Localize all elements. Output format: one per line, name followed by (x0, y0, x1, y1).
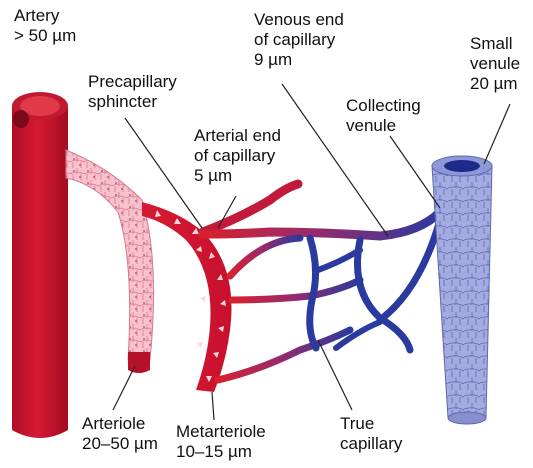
label-small-venule: Small venule 20 µm (470, 34, 520, 94)
capillary-network (203, 184, 440, 380)
small-venule (432, 156, 492, 424)
label-metarteriole: Metarteriole 10–15 µm (176, 422, 266, 462)
label-precapillary-sphincter: Precapillary sphincter (88, 72, 177, 112)
label-collecting-venule: Collecting venule (346, 96, 421, 136)
label-arteriole: Arteriole 20–50 µm (82, 414, 158, 454)
label-arterial-end: Arterial end of capillary 5 µm (194, 126, 281, 186)
label-artery: Artery > 50 µm (14, 6, 76, 46)
label-venous-end: Venous end of capillary 9 µm (254, 10, 344, 70)
artery (12, 92, 68, 438)
label-true-capillary: True capillary (340, 414, 402, 454)
arteriole (66, 150, 154, 373)
